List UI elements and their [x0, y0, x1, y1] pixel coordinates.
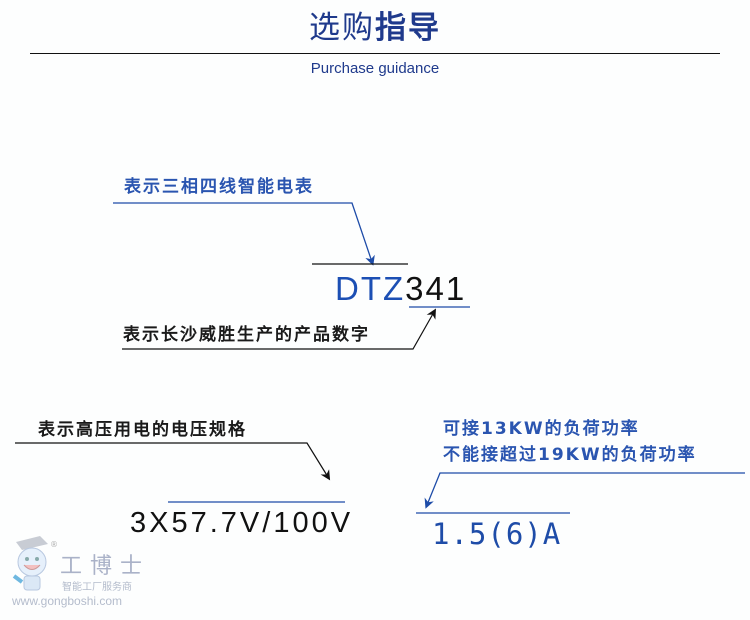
- model-code: 341: [405, 270, 467, 307]
- watermark-brand: 工博士: [60, 554, 151, 579]
- page-subtitle: Purchase guidance: [310, 60, 440, 77]
- header-divider: [30, 53, 720, 54]
- load-annotation-line1: 可接13KW的负荷功率: [443, 419, 640, 439]
- voltage-spec: 3X57.7V/100V: [130, 507, 354, 539]
- title-bold: 指导: [375, 10, 441, 46]
- load-annotation-line2: 不能接超过19KW的负荷功率: [443, 445, 697, 465]
- meter-type-annotation: 表示三相四线智能电表: [124, 177, 314, 197]
- page-title: 选购指导: [0, 2, 750, 47]
- mascot-logo-icon: [12, 536, 48, 591]
- current-spec: 1.5(6)A: [432, 517, 562, 551]
- model-number: DTZ341: [335, 270, 466, 308]
- title-regular: 选购: [309, 10, 375, 46]
- registered-mark: ®: [50, 540, 58, 549]
- watermark-url: www.gongboshi.com: [12, 594, 123, 608]
- voltage-annotation: 表示高压用电的电压规格: [38, 420, 247, 440]
- watermark-tagline: 智能工厂服务商: [62, 582, 132, 593]
- manufacturer-annotation: 表示长沙威胜生产的产品数字: [123, 325, 370, 345]
- model-prefix: DTZ: [335, 270, 406, 307]
